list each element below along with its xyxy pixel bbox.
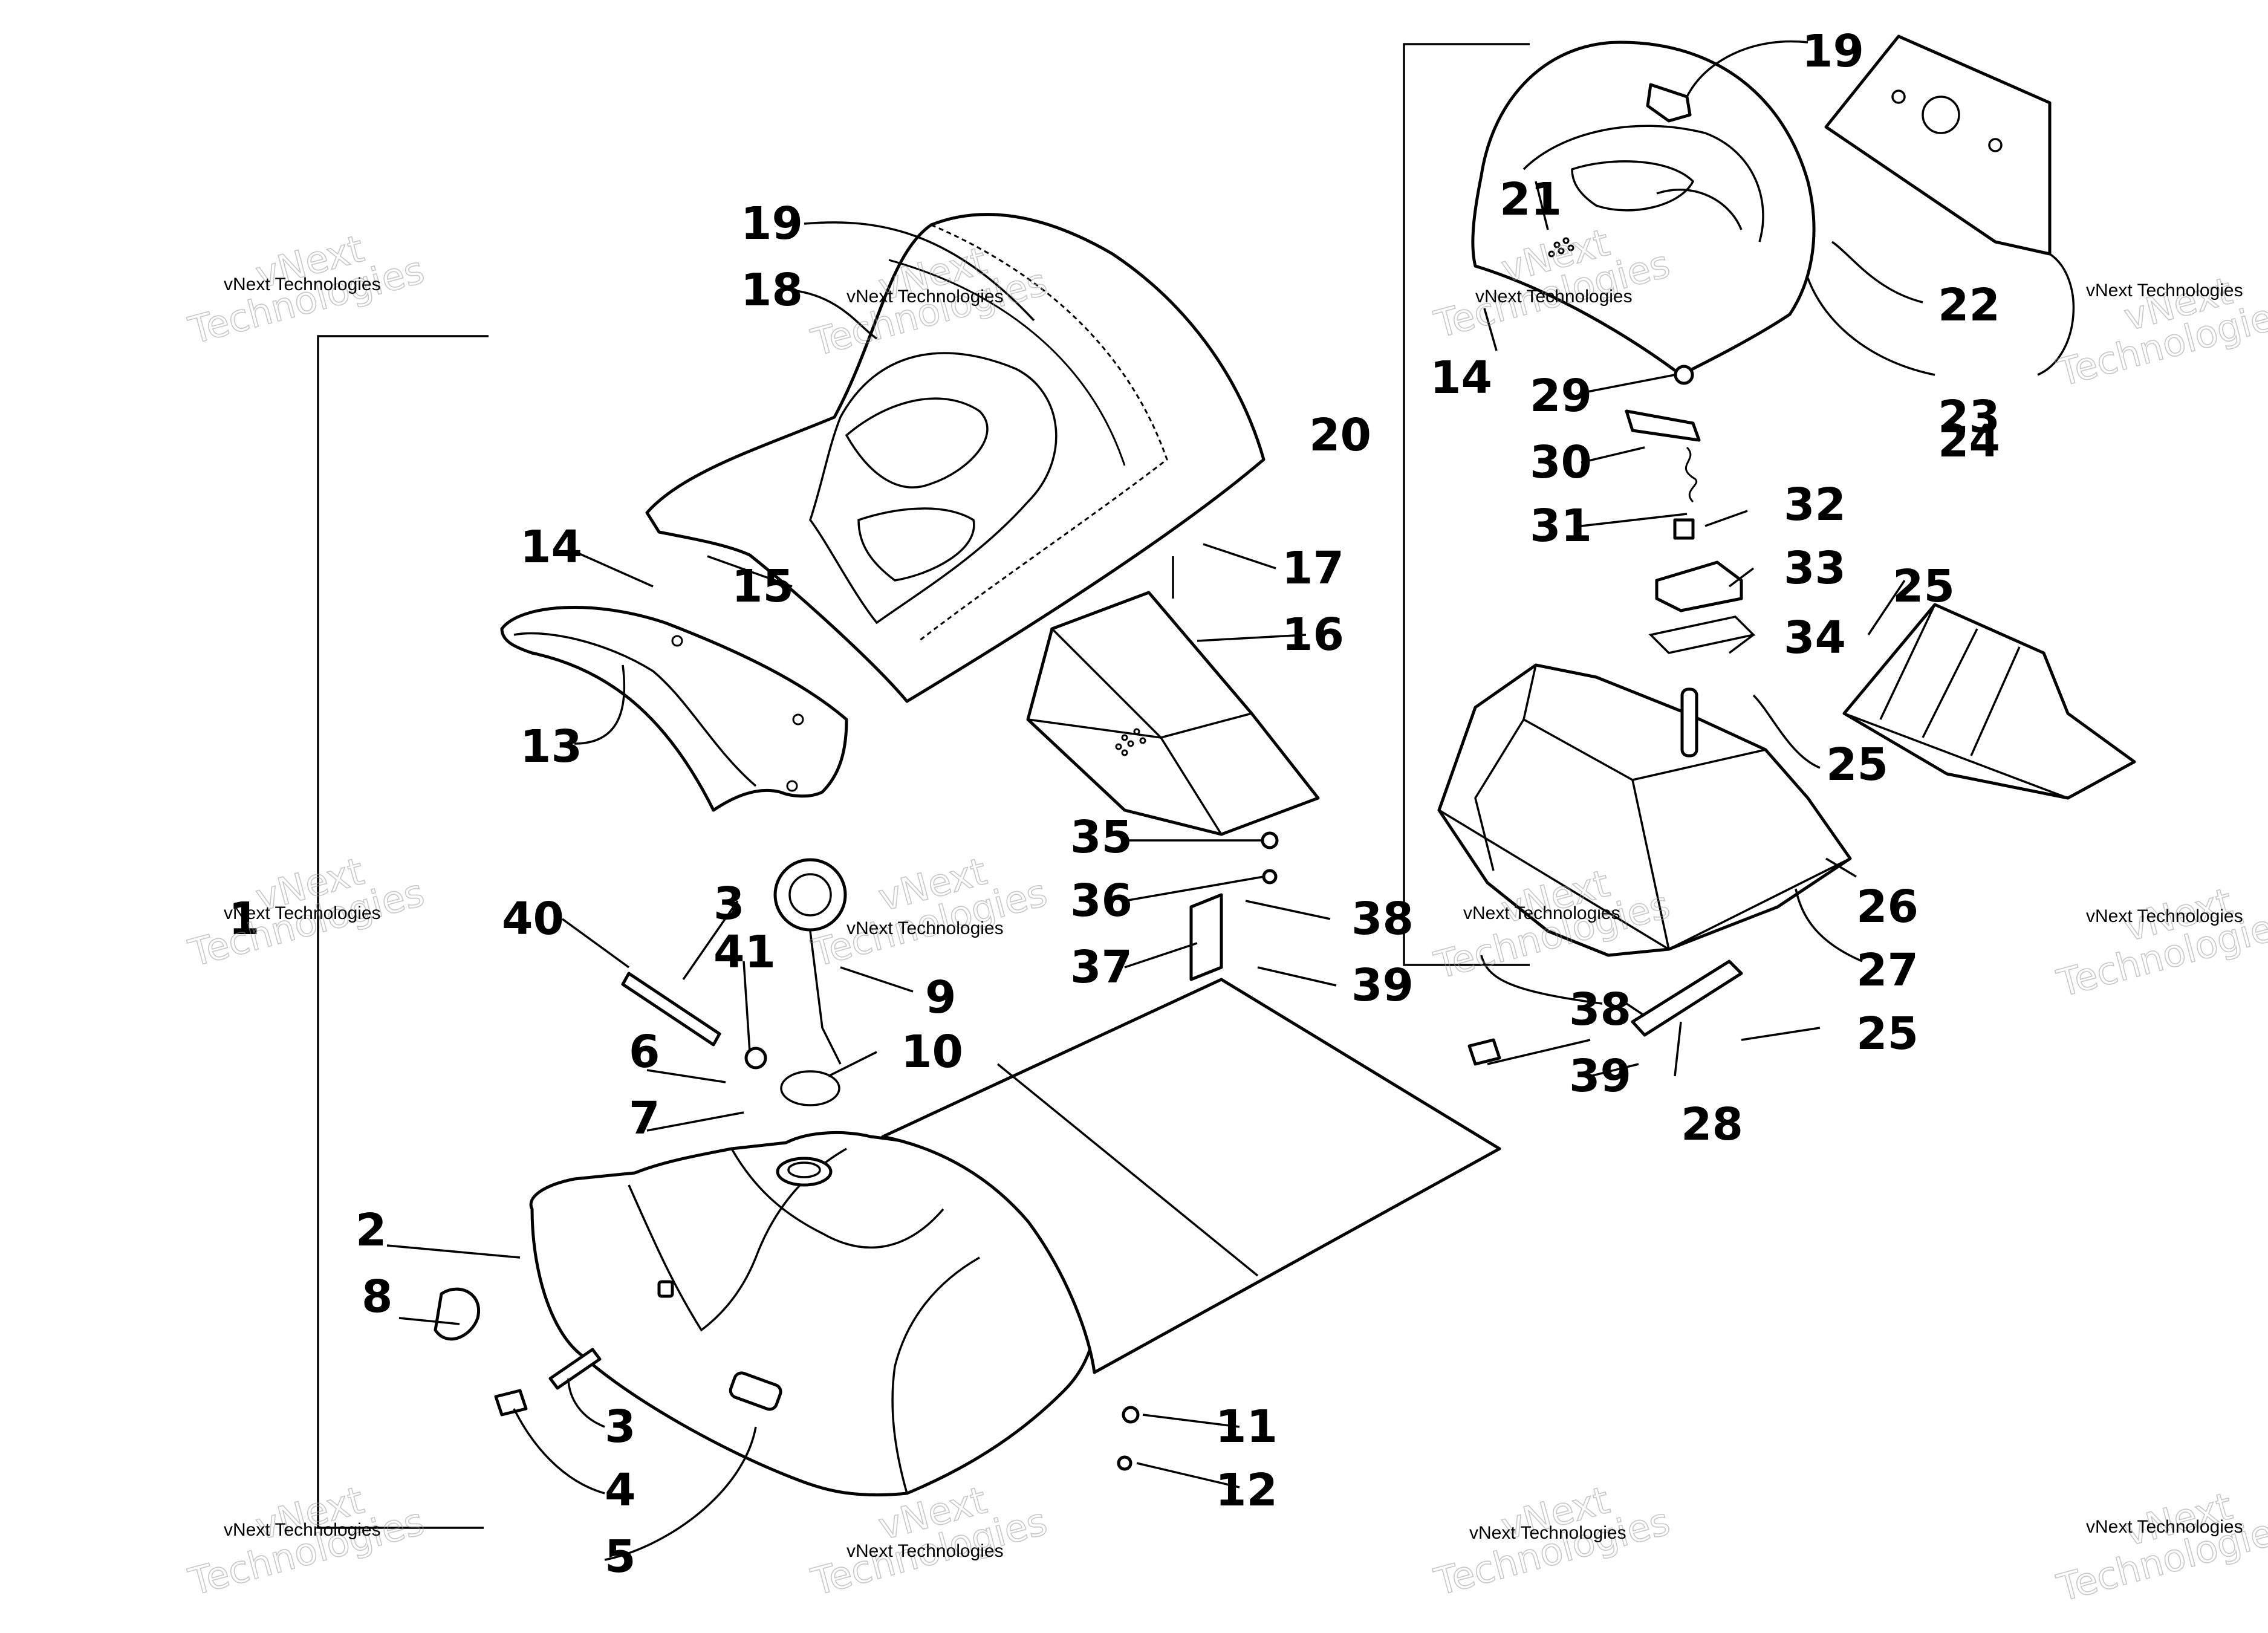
watermark-text: vNext Technologies <box>2086 281 2243 300</box>
callout-25b: 25 <box>1826 739 1888 791</box>
watermark-text: vNext Technologies <box>1469 1523 1626 1543</box>
watermark-text: vNext Technologies <box>2086 906 2243 926</box>
watermark-text: vNext Technologies <box>2086 1517 2243 1537</box>
callout-20: 20 <box>1309 409 1371 461</box>
backrest-console <box>1437 663 1852 957</box>
callout-14a: 14 <box>520 521 582 573</box>
watermark-text: vNext Technologies <box>846 1541 1004 1561</box>
callout-14b: 14 <box>1430 352 1492 404</box>
callout-37: 37 <box>1070 941 1132 993</box>
callout-16: 16 <box>1282 609 1344 661</box>
callout-38b: 38 <box>1569 984 1631 1036</box>
fasteners <box>434 831 1501 1471</box>
callout-6: 6 <box>629 1026 660 1078</box>
callout-15: 15 <box>732 560 794 612</box>
callout-38a: 38 <box>1351 893 1414 945</box>
console-cover <box>1842 603 2136 800</box>
callout-32: 32 <box>1784 479 1846 531</box>
callout-21: 21 <box>1500 174 1562 226</box>
callout-26: 26 <box>1856 881 1919 933</box>
callout-41: 41 <box>713 926 776 978</box>
seat-cushion <box>645 213 1266 703</box>
callout-34: 34 <box>1784 612 1846 664</box>
callout-39b: 39 <box>1569 1050 1631 1102</box>
callout-33: 33 <box>1784 542 1846 594</box>
watermark-text: vNext Technologies <box>1475 287 1633 307</box>
callout-25a: 25 <box>1893 560 1955 612</box>
callout-36: 36 <box>1070 875 1132 927</box>
callout-19a: 19 <box>741 198 803 250</box>
callout-22: 22 <box>1938 279 2000 331</box>
callout-3b: 3 <box>605 1401 636 1453</box>
watermark: vNext Technologies <box>2052 268 2268 395</box>
callout-5: 5 <box>605 1531 636 1583</box>
callout-3a: 3 <box>713 878 745 930</box>
callout-35: 35 <box>1070 811 1132 863</box>
callout-19b: 19 <box>1802 25 1864 77</box>
assembly-bracket-20 <box>1403 43 1530 966</box>
callout-labels: 1 2 3 3 4 5 6 7 8 9 10 11 12 13 14 14 15… <box>229 25 2000 1583</box>
callout-31: 31 <box>1530 500 1592 552</box>
callout-9: 9 <box>925 972 957 1024</box>
backrest-pad <box>1824 34 2052 256</box>
watermark-text: vNext Technologies <box>846 287 1004 307</box>
callout-27: 27 <box>1856 944 1919 996</box>
fuel-tank <box>529 1131 1097 1497</box>
leader-lines <box>386 40 2075 1561</box>
watermark-text: vNext Technologies <box>1463 903 1620 923</box>
callout-11: 11 <box>1215 1401 1278 1453</box>
callout-17: 17 <box>1282 542 1344 594</box>
callout-4: 4 <box>605 1464 636 1516</box>
strap <box>1631 959 1743 1037</box>
callout-8: 8 <box>362 1271 393 1323</box>
callout-18: 18 <box>741 264 803 316</box>
latch-assembly <box>1625 365 1756 654</box>
callout-12: 12 <box>1215 1464 1278 1516</box>
watermark-text: vNext Technologies <box>224 903 381 923</box>
callout-23: 23 <box>1938 391 2000 443</box>
watermark: vNext Technologies <box>2052 1483 2268 1611</box>
callout-40: 40 <box>502 893 564 945</box>
callout-7: 7 <box>629 1092 660 1144</box>
callout-25c: 25 <box>1856 1008 1919 1060</box>
callout-13: 13 <box>520 721 582 773</box>
callout-30: 30 <box>1530 437 1592 489</box>
seat-base <box>881 978 1501 1374</box>
callout-10: 10 <box>901 1026 963 1078</box>
assembly-bracket-1 <box>317 335 489 1529</box>
callout-1: 1 <box>229 893 260 945</box>
watermark: vNext Technologies <box>2052 878 2268 1006</box>
callout-24-visible: 24 <box>1938 415 2000 467</box>
watermark-text: vNext Technologies <box>224 274 381 294</box>
callout-29: 29 <box>1530 370 1592 422</box>
storage-box <box>1026 591 1320 836</box>
fuel-line <box>548 972 767 1390</box>
fuel-gauge-sender <box>773 858 847 1106</box>
seat-trim-panel <box>500 606 848 812</box>
watermark-text: vNext Technologies <box>846 918 1004 938</box>
watermark-text: vNext Technologies <box>224 1520 381 1540</box>
callout-28: 28 <box>1681 1099 1743 1151</box>
callout-39a: 39 <box>1351 959 1414 1011</box>
backrest-cushion <box>1471 41 1816 377</box>
callout-2: 2 <box>356 1204 387 1256</box>
